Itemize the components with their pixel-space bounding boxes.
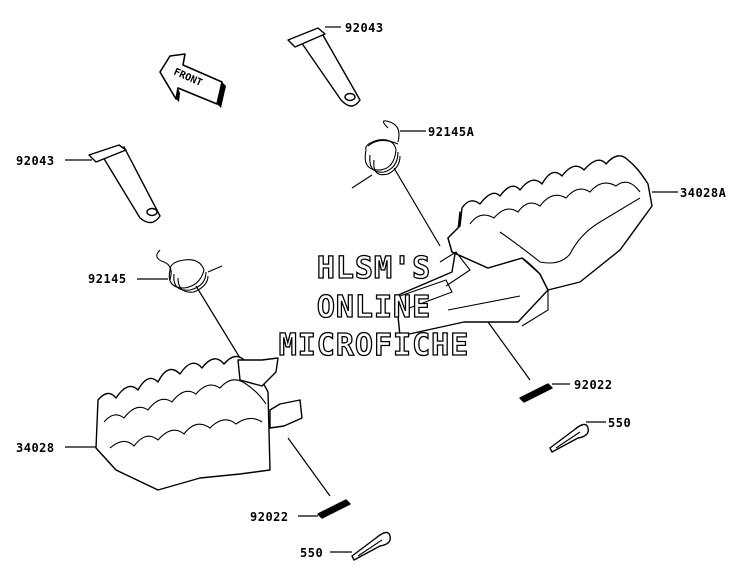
cotter-left: [351, 531, 391, 561]
leader-spring-left-peg: [195, 285, 241, 359]
leader-washer-left-peg: [287, 437, 331, 497]
leader-spring-right-peg: [393, 167, 441, 247]
leader-washer-right-peg: [487, 321, 531, 381]
label-peg-right: 34028A: [680, 186, 727, 200]
washer-left: [317, 499, 351, 519]
label-cotter-right: 550: [608, 416, 632, 430]
watermark-line-1: HLSM'S: [316, 251, 432, 286]
pin-top: [287, 27, 361, 107]
label-cotter-left: 550: [300, 546, 324, 560]
label-peg-left: 34028: [16, 441, 55, 455]
label-pin-top: 92043: [345, 21, 384, 35]
cotter-right: [549, 423, 589, 453]
footpeg-left: [95, 355, 303, 491]
label-spring-left: 92145: [88, 272, 127, 286]
label-washer-left: 92022: [250, 510, 289, 524]
spring-right: [351, 120, 401, 189]
label-pin-left: 92043: [16, 154, 55, 168]
label-spring-right: 92145A: [428, 125, 475, 139]
watermark-line-2: ONLINE: [316, 290, 432, 325]
footpeg-right: [395, 155, 653, 337]
spring-left: [156, 249, 223, 293]
label-washer-right: 92022: [574, 378, 613, 392]
front-arrow-icon: FRONT: [159, 53, 226, 108]
washer-right: [519, 383, 553, 403]
watermark-line-3: MICROFICHE: [278, 328, 470, 363]
pin-left: [88, 144, 161, 224]
